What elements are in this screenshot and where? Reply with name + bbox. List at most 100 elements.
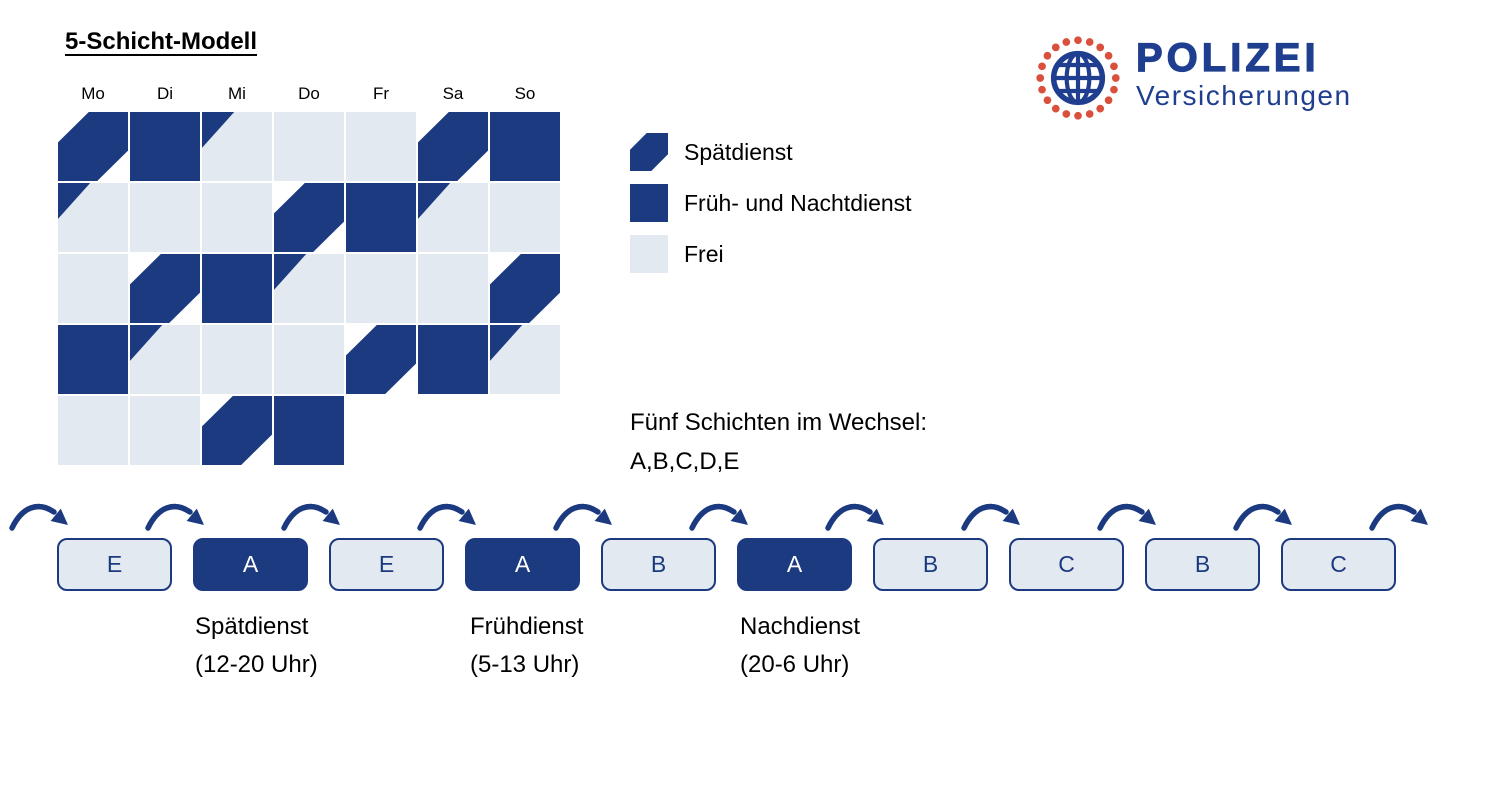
shift-box-A: A [737,538,852,591]
schedule-cell-none [346,396,416,465]
legend-label: Frei [684,240,724,267]
nachtdienst-tail-icon [58,183,91,219]
schedule-cell-none [490,396,560,465]
nachtdienst-tail-icon [202,112,235,148]
rotation-note-line2: A,B,C,D,E [630,448,740,475]
day-label-mi: Mi [228,84,246,103]
shift-name: Nachdienst [740,613,861,640]
nachtdienst-tail-icon [490,325,523,361]
shift-name: Frühdienst [470,613,584,640]
day-label-fr: Fr [372,84,390,103]
schedule-cell-spaet [130,254,200,323]
schedule-cell-frei [346,254,416,323]
logo-subtitle: Versicherungen [1136,80,1352,111]
curved-arrow-icon [960,498,1024,534]
curved-arrow-icon [1232,498,1296,534]
schedule-cell-spaet [274,183,344,252]
spaetdienst-band-icon [346,325,416,394]
legend-item-full: Früh- und Nachtdienst [630,184,912,222]
shift-box-C: C [1281,538,1396,591]
shift-box-B: B [601,538,716,591]
spaetdienst-band-icon [274,183,344,252]
schedule-grid [58,112,560,465]
curved-arrow-icon [8,498,72,534]
schedule-cell-tail [274,254,344,323]
shift-hours: (12-20 Uhr) [195,651,318,678]
curved-arrow-icon [416,498,480,534]
shift-box-B: B [1145,538,1260,591]
spaetdienst-band-icon [418,112,488,181]
nachtdienst-tail-icon [130,325,163,361]
logo: POLIZEI Versicherungen [1036,35,1352,120]
arrow-row [8,498,1432,534]
day-label-do: Do [298,84,320,103]
shift-time-label: Nachdienst (20-6 Uhr) [740,608,860,684]
spaetdienst-band-icon [130,254,200,323]
spaetdienst-band-icon [202,396,272,465]
schedule-cell-frei [274,325,344,394]
schedule-cell-spaet [490,254,560,323]
schedule-cell-tail [490,325,560,394]
nachtdienst-tail-icon [274,254,307,290]
schedule-cell-frei [274,112,344,181]
shift-time-labels: Spätdienst (12-20 Uhr) Frühdienst(5-13 Uhr… [0,608,1500,698]
rotation-note-line1: Fünf Schichten im Wechsel: [630,409,928,436]
curved-arrow-icon [1096,498,1160,534]
schedule-cell-full [202,254,272,323]
schedule-cell-full [130,112,200,181]
schedule-cell-tail [202,112,272,181]
schedule-cell-frei [490,183,560,252]
shift-box-E: E [57,538,172,591]
nachtdienst-tail-icon [418,183,451,219]
schedule-cell-tail [130,325,200,394]
curved-arrow-icon [688,498,752,534]
shift-box-A: A [465,538,580,591]
schedule-cell-spaet [418,112,488,181]
legend-spaet-icon [630,133,668,171]
schedule-cell-frei [58,396,128,465]
schedule-cell-full [58,325,128,394]
curved-arrow-icon [1368,498,1432,534]
shift-box-B: B [873,538,988,591]
page-title: 5-Schicht-Modell [65,28,258,55]
curved-arrow-icon [280,498,344,534]
day-label-sa: Sa [442,84,464,103]
legend-full-icon [630,184,668,222]
curved-arrow-icon [552,498,616,534]
schedule-cell-none [418,396,488,465]
schedule-cell-spaet [58,112,128,181]
shift-name: Spätdienst [195,613,309,640]
schedule-cell-frei [418,254,488,323]
schedule-cell-tail [418,183,488,252]
curved-arrow-icon [824,498,888,534]
shift-time-label: Frühdienst(5-13 Uhr) [470,608,583,684]
legend-frei-icon [630,235,668,273]
day-label-di: Di [156,84,174,103]
schedule-cell-frei [202,183,272,252]
globe-icon [1036,36,1120,120]
shift-box-E: E [329,538,444,591]
schedule-cell-full [418,325,488,394]
schedule-cell-full [346,183,416,252]
schedule-cell-tail [58,183,128,252]
logo-text: POLIZEI Versicherungen [1135,35,1352,112]
shift-box-C: C [1009,538,1124,591]
schedule-cell-frei [130,183,200,252]
schedule-cell-frei [130,396,200,465]
legend-label: Früh- und Nachtdienst [684,189,912,216]
day-label-so: So [514,84,536,103]
globe-dots [1036,36,1120,120]
schedule-cell-spaet [346,325,416,394]
legend-label: Spätdienst [684,138,793,165]
curved-arrow-icon [144,498,208,534]
shift-hours: (20-6 Uhr) [740,651,850,678]
rotation-note: Fünf Schichten im Wechsel: A,B,C,D,E [630,403,927,481]
legend-item-frei: Frei [630,235,912,273]
schedule-cell-spaet [202,396,272,465]
schedule-cell-frei [58,254,128,323]
shift-time-label: Spätdienst (12-20 Uhr) [195,608,318,684]
